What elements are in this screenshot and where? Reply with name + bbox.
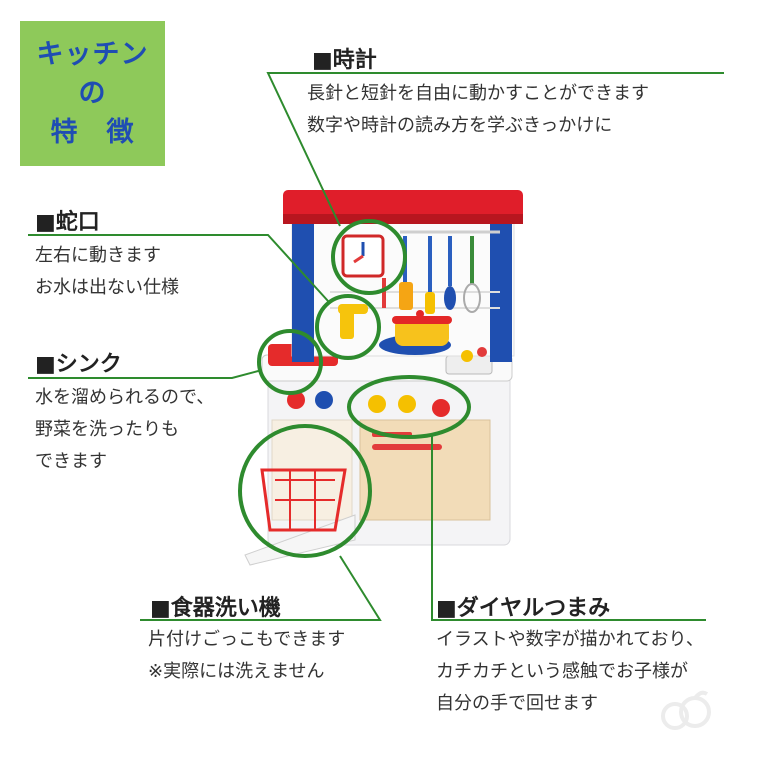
brand-logo-icon bbox=[661, 690, 711, 730]
dishwasher-title: ■食器洗い機 bbox=[150, 596, 281, 621]
badge-line-3: 特 徴 bbox=[50, 117, 135, 148]
dials-desc-line: 自分の手で回せます bbox=[436, 693, 598, 714]
badge-line-1: キッチン bbox=[36, 39, 149, 70]
dials-title: ■ダイヤルつまみ bbox=[436, 596, 611, 621]
dishwasher-desc-line: 片付けごっこもできます bbox=[148, 629, 346, 650]
sink-desc-line: 水を溜められるので、 bbox=[35, 387, 215, 408]
badge-line-2: の bbox=[78, 78, 107, 109]
dials-desc-line: カチカチという感触でお子様が bbox=[436, 661, 688, 682]
faucet-desc-line: お水は出ない仕様 bbox=[35, 277, 179, 298]
faucet-description: 左右に動きます お水は出ない仕様 bbox=[35, 240, 179, 304]
features-badge: キッチン の 特 徴 bbox=[20, 21, 165, 166]
dishwasher-description: 片付けごっこもできます ※実際には洗えません bbox=[148, 624, 345, 688]
dishwasher-desc-line: ※実際には洗えません bbox=[148, 661, 325, 682]
clock-desc-line: 数字や時計の読み方を学ぶきっかけに bbox=[307, 115, 613, 136]
dials-description: イラストや数字が描かれており、 カチカチという感触でお子様が 自分の手で回せます bbox=[436, 624, 704, 720]
faucet-desc-line: 左右に動きます bbox=[35, 245, 161, 266]
dials-desc-line: イラストや数字が描かれており、 bbox=[436, 629, 704, 650]
clock-description: 長針と短針を自由に動かすことができます 数字や時計の読み方を学ぶきっかけに bbox=[307, 78, 649, 142]
sink-description: 水を溜められるので、 野菜を洗ったりも できます bbox=[35, 382, 214, 478]
sink-desc-line: 野菜を洗ったりも bbox=[35, 419, 179, 440]
faucet-title: ■蛇口 bbox=[35, 210, 100, 235]
clock-desc-line: 長針と短針を自由に動かすことができます bbox=[307, 83, 649, 104]
sink-title: ■シンク bbox=[35, 352, 122, 377]
clock-title: ■時計 bbox=[312, 48, 377, 73]
sink-desc-line: できます bbox=[35, 451, 107, 472]
